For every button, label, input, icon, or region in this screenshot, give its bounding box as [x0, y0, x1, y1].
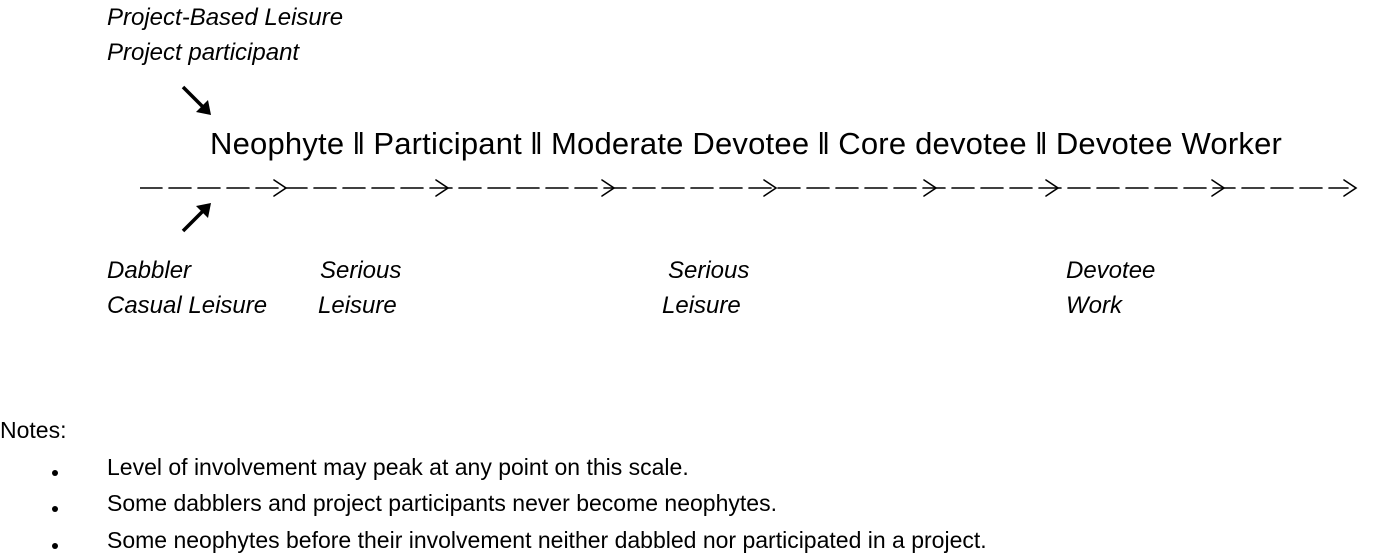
bullet-icon [52, 543, 58, 549]
arrow-up-right-icon [181, 203, 211, 233]
bottom-label-serious-2-line1: Serious [668, 257, 750, 284]
note-item: Some neophytes before their involvement … [107, 527, 987, 553]
stage-separator: ‖ [352, 126, 366, 161]
bottom-label-serious-2-line2: Leisure [662, 292, 741, 319]
bottom-label-dabbler-line2: Casual Leisure [107, 292, 268, 319]
stage-participant: Participant [373, 126, 522, 161]
top-label-line2: Project participant [107, 39, 300, 66]
note-item: Some dabblers and project participants n… [107, 490, 777, 516]
notes-heading: Notes: [0, 417, 67, 443]
top-label-line1: Project-Based Leisure [107, 4, 344, 31]
bottom-label-dabbler-line1: Dabbler [107, 257, 192, 284]
stage-separator: ‖ [530, 126, 544, 161]
bottom-label-serious-1-line2: Leisure [318, 292, 397, 319]
stage-core-devotee: Core devotee [838, 126, 1027, 161]
arrow-down-right-icon [181, 85, 211, 115]
bullet-icon [52, 470, 58, 476]
note-item: Level of involvement may peak at any poi… [107, 454, 689, 480]
stage-separator: ‖ [817, 126, 831, 161]
stage-row: Neophyte‖Participant‖Moderate Devotee‖Co… [210, 124, 1282, 164]
bottom-label-serious-1-line1: Serious [320, 257, 402, 284]
stage-moderate-devotee: Moderate Devotee [551, 126, 810, 161]
stage-devotee-worker: Devotee Worker [1055, 126, 1283, 161]
bottom-label-devotee-line1: Devotee [1066, 257, 1156, 284]
bottom-label-devotee-line2: Work [1066, 292, 1122, 319]
involvement-continuum-arrow [140, 179, 1358, 197]
stage-separator: ‖ [1034, 126, 1048, 161]
stage-neophyte: Neophyte [210, 126, 345, 161]
bullet-icon [52, 506, 58, 512]
